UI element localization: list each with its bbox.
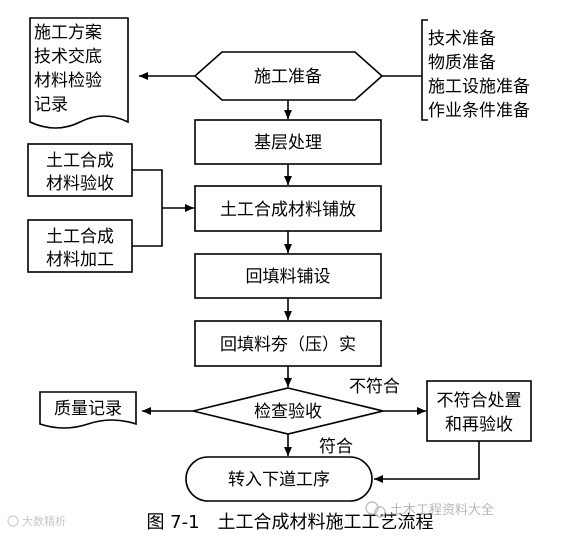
- reject-line-1: 不符合处置: [437, 391, 522, 411]
- prep-label: 施工准备: [254, 67, 322, 87]
- reject-node: 不符合处置 和再验收: [426, 380, 532, 442]
- material-process-line-1: 土工合成: [46, 227, 114, 247]
- prep-item-tech: 技术准备: [428, 29, 496, 49]
- doc-line-2: 技术交底: [34, 47, 102, 67]
- material-accept-line-2: 材料验收: [46, 174, 114, 194]
- doc-line-3: 材料检验: [34, 71, 102, 91]
- wechat-icon: [365, 501, 386, 518]
- next-step-node: 转入下道工序: [185, 456, 373, 502]
- quality-record-label: 质量记录: [54, 399, 122, 419]
- prep-node: 施工准备: [193, 51, 384, 101]
- compact-node: 回填料夯（压）实: [194, 320, 382, 367]
- chat-bubble-icon: [7, 515, 19, 527]
- backfill-label: 回填料铺设: [246, 267, 331, 287]
- doc-line-4: 记录: [34, 95, 68, 115]
- material-join-bracket: [132, 169, 163, 247]
- base-node: 基层处理: [194, 119, 382, 165]
- reject-line-2: 和再验收: [445, 415, 513, 435]
- prep-item-conditions: 作业条件准备: [428, 101, 530, 121]
- compact-label: 回填料夯（压）实: [220, 335, 356, 355]
- next-step-label: 转入下道工序: [228, 470, 330, 490]
- doc-line-1: 施工方案: [34, 23, 102, 43]
- edge-pass-label: 符合: [319, 437, 353, 457]
- watermark-left: 大数精析: [7, 514, 66, 528]
- watermark-left-text: 大数精析: [22, 514, 66, 528]
- edge-fail-label: 不符合: [349, 377, 400, 397]
- doc-records-node: 施工方案 技术交底 材料检验 记录: [29, 17, 129, 129]
- arrow-reject-to-next: [374, 441, 480, 483]
- material-accept-node: 土工合成 材料验收: [27, 143, 133, 197]
- watermark-right-text: 土木工程资料大全: [390, 502, 494, 518]
- backfill-node: 回填料铺设: [194, 253, 382, 299]
- watermark-right: 土木工程资料大全: [365, 501, 494, 518]
- inspect-label: 检查验收: [254, 402, 322, 422]
- material-process-line-2: 材料加工: [46, 250, 114, 270]
- prep-item-material: 物质准备: [428, 53, 496, 73]
- figure-caption: 图 7-1 土工合成材料施工工艺流程: [146, 512, 433, 533]
- material-process-node: 土工合成 材料加工: [27, 219, 133, 273]
- material-accept-line-1: 土工合成: [46, 151, 114, 171]
- lay-label: 土工合成材料铺放: [220, 200, 356, 220]
- base-label: 基层处理: [254, 133, 322, 153]
- prep-items-bracket: 技术准备 物质准备 施工设施准备 作业条件准备: [421, 19, 530, 121]
- quality-record-node: 质量记录: [39, 391, 137, 429]
- prep-item-facility: 施工设施准备: [428, 77, 530, 97]
- lay-node: 土工合成材料铺放: [194, 185, 382, 232]
